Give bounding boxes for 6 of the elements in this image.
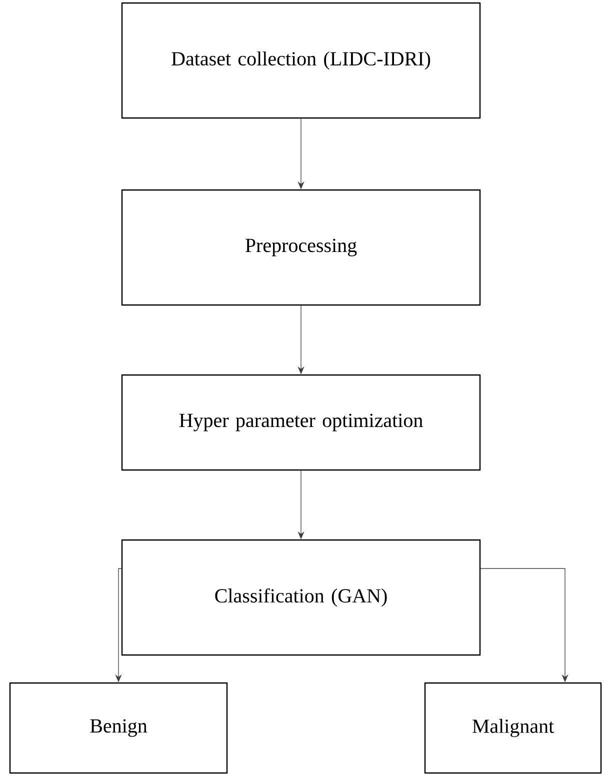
process-box: Classification (GAN) [121, 539, 481, 656]
process-box: Benign [9, 682, 228, 774]
process-box: Malignant [424, 682, 602, 774]
process-box: Dataset collection (LIDC-IDRI) [121, 2, 481, 119]
process-box: Hyper parameter optimization [121, 374, 481, 471]
process-box: Preprocessing [121, 189, 481, 306]
